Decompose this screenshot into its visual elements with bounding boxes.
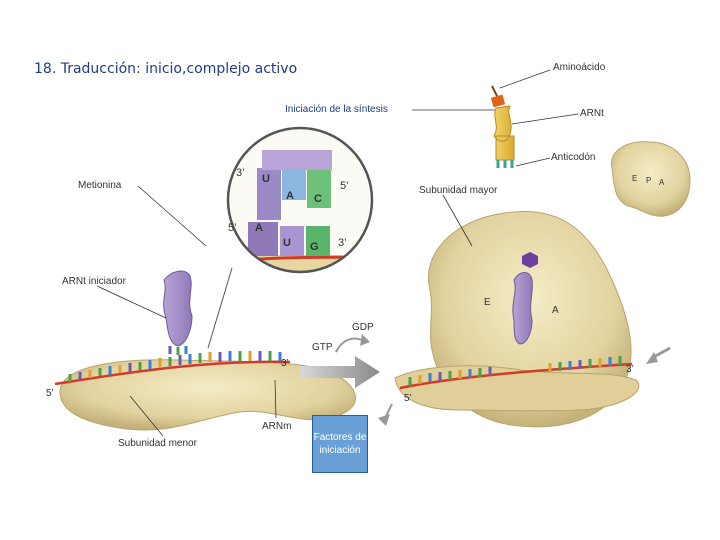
label-arnt-iniciador: ARNt iniciador xyxy=(62,276,126,287)
end-left-5: 5’ xyxy=(46,388,54,399)
zoom-codon-top-3: C xyxy=(314,193,322,205)
site-p-small: P xyxy=(646,176,652,185)
mrna-left-bases xyxy=(68,351,282,382)
site-e-small: E xyxy=(632,174,638,183)
zoom-5-prime-left: 5’ xyxy=(228,222,237,234)
mrna-left xyxy=(54,360,291,386)
label-metionina: Metionina xyxy=(78,180,122,191)
gtp-gdp-arrow xyxy=(335,337,363,353)
zoom-codon-bottom-3: G xyxy=(310,241,319,253)
factores-box: Factores de iniciación xyxy=(312,415,368,473)
label-gdp: GDP xyxy=(352,322,374,333)
zoom-codon-bottom-1: A xyxy=(255,222,263,234)
trna-yellow xyxy=(493,105,515,161)
label-subunidad-menor: Subunidad menor xyxy=(118,438,197,449)
methionine-hexagon xyxy=(522,252,538,268)
zoom-5-prime-top: 5’ xyxy=(340,180,349,192)
site-e: E xyxy=(484,297,491,308)
trna-initiator-left-anticodon xyxy=(168,346,188,355)
label-arnm: ARNm xyxy=(262,421,292,432)
trna-yellow-anticodon xyxy=(496,160,514,168)
zoom-codon-top-1: U xyxy=(262,173,270,185)
site-a: A xyxy=(552,305,559,316)
mrna-right xyxy=(399,362,633,390)
amino-acid-block xyxy=(490,94,506,108)
label-gtp: GTP xyxy=(312,342,333,353)
zoom-codon-bottom-2: U xyxy=(283,237,291,249)
label-factores: Factores de iniciación xyxy=(313,432,367,456)
page-title: 18. Traducción: inicio,complejo activo xyxy=(34,61,298,77)
site-a-small: A xyxy=(659,178,665,187)
process-arrow xyxy=(300,356,380,388)
label-iniciacion: Iniciación de la síntesis xyxy=(285,104,388,115)
zoom-3-prime-top: 3’ xyxy=(236,167,245,179)
leader-lines xyxy=(96,69,579,437)
end-right-5: 5’ xyxy=(404,393,412,404)
label-anticodon: Anticodón xyxy=(551,152,596,163)
label-aminoacido: Aminoácido xyxy=(553,62,606,73)
large-subunit-small-view xyxy=(611,141,691,217)
amino-acid-stick xyxy=(491,85,499,99)
zoom-codon-top-2: A xyxy=(286,190,294,202)
trna-initiator-left xyxy=(163,270,193,347)
zoom-circle-border xyxy=(226,126,374,274)
end-left-3: 3’ xyxy=(281,358,289,369)
mrna-right-bases xyxy=(408,356,622,386)
zoom-leader-line xyxy=(207,267,233,349)
trna-initiator-right xyxy=(512,272,533,345)
zoom-3-prime-bottom: 3’ xyxy=(338,237,347,249)
label-subunidad-mayor: Subunidad mayor xyxy=(419,185,498,196)
small-subunit-right xyxy=(394,365,640,412)
end-right-3: 3’ xyxy=(626,364,634,375)
label-arnt: ARNt xyxy=(580,108,604,119)
